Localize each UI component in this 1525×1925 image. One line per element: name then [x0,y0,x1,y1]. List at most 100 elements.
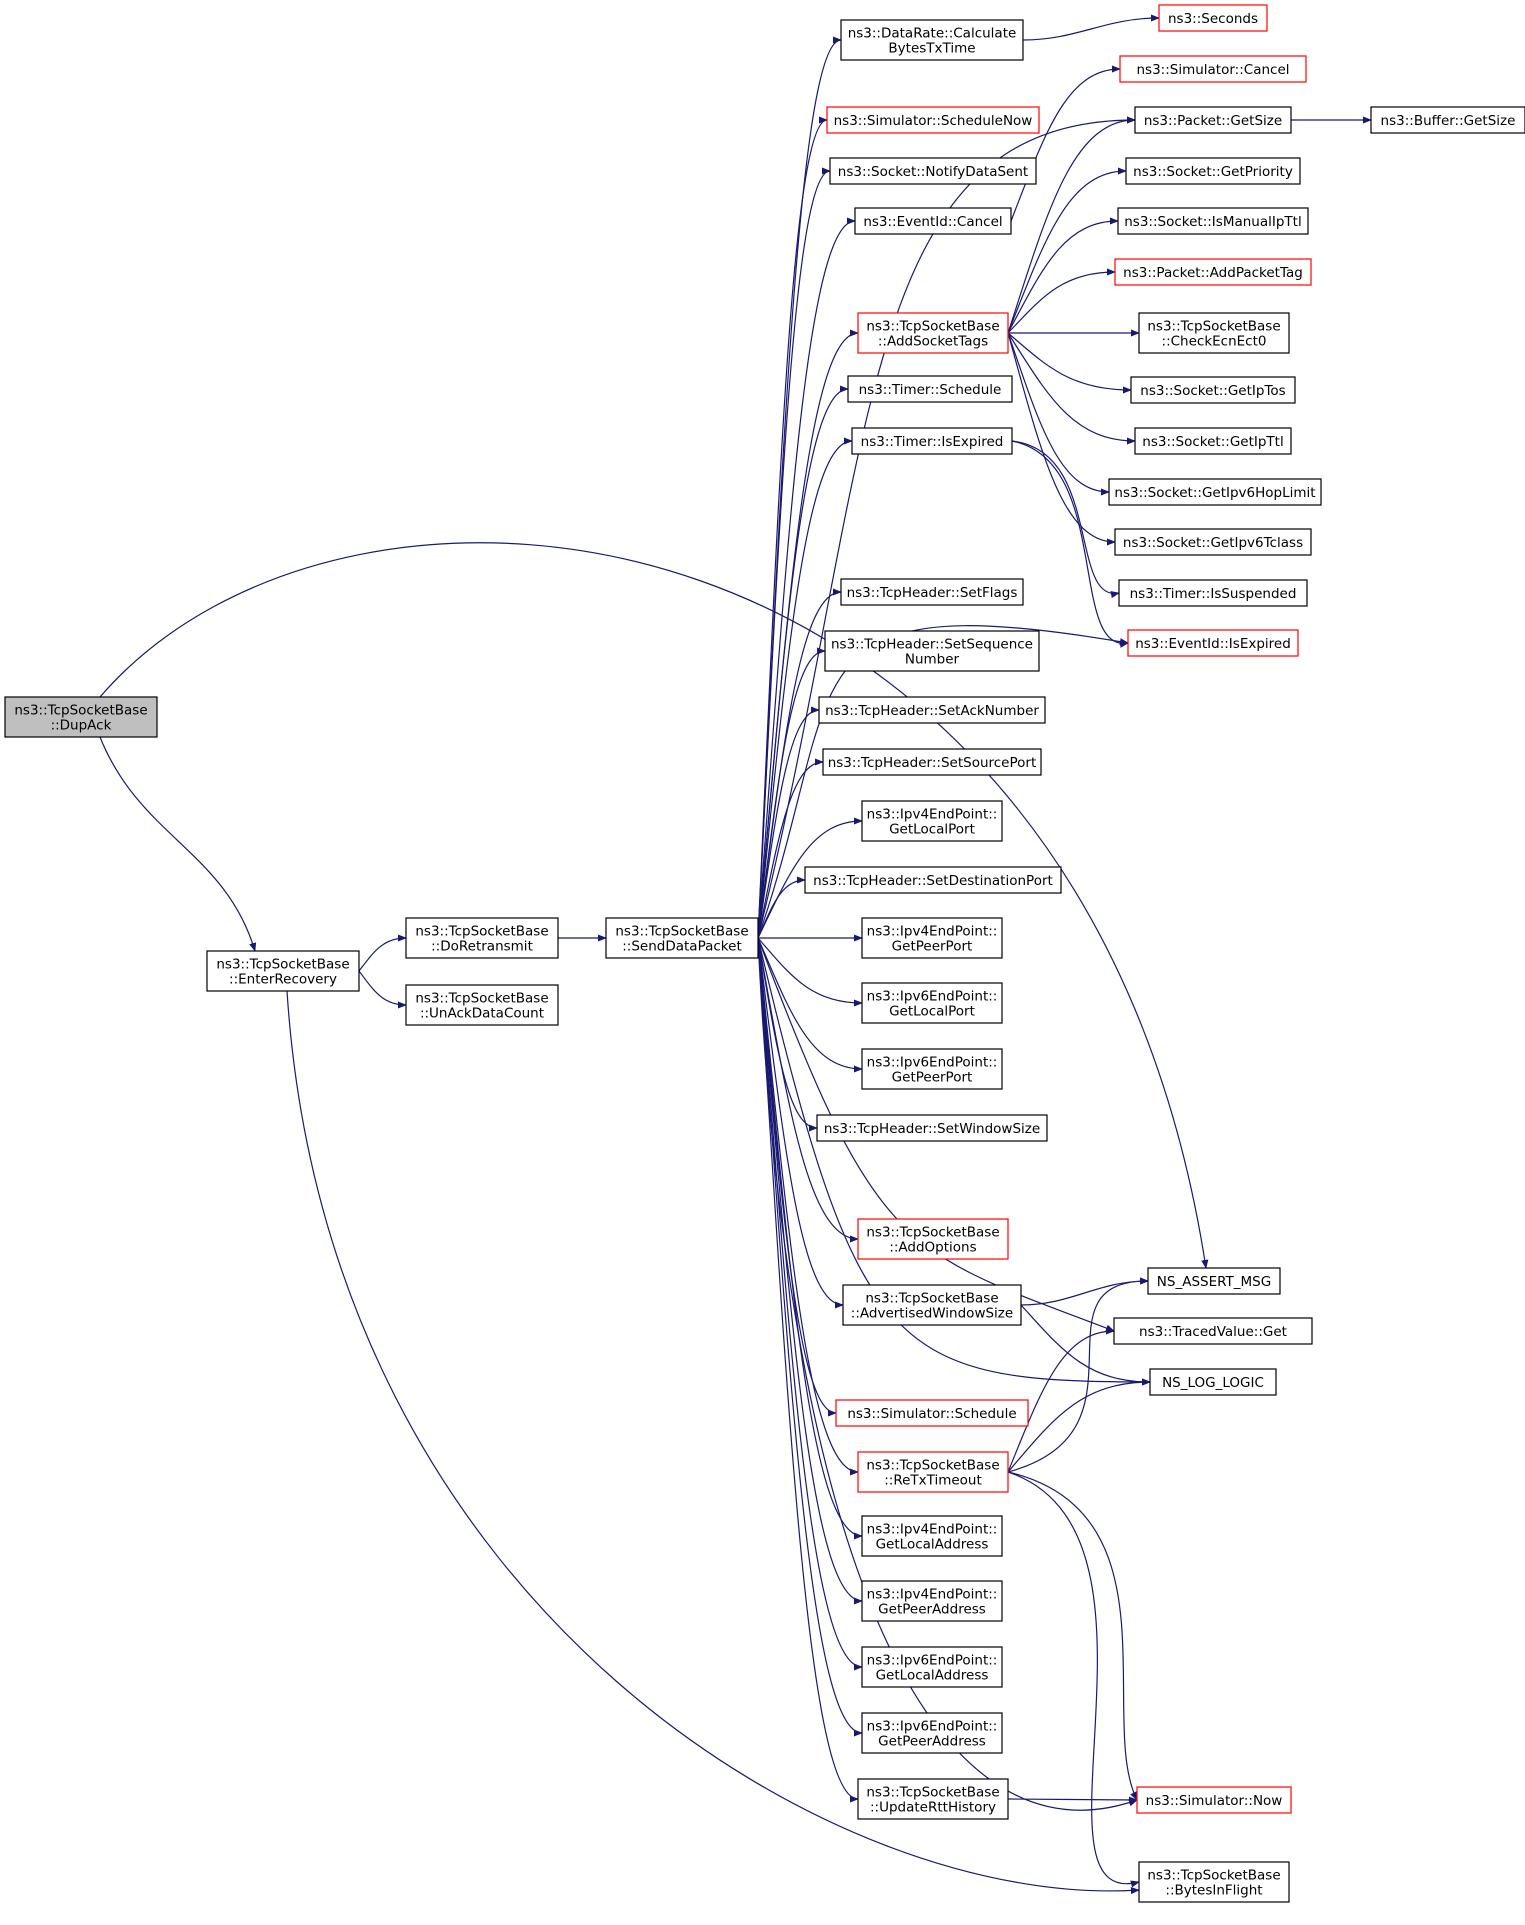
node-setdstport[interactable]: ns3::TcpHeader::SetDestinationPort [804,866,1062,894]
node-box [816,1114,1048,1142]
node-box [861,1580,1003,1622]
node-timerschedule[interactable]: ns3::Timer::Schedule [847,375,1013,403]
edge-senddatapacket-to-advwindow [757,937,844,1309]
node-box [1130,376,1296,404]
edge-dupack-to-nsassert [99,542,1209,1269]
node-ipv4localport[interactable]: ns3::Ipv4EndPoint::GetLocalPort [861,800,1003,842]
node-label-line: ns3::Ipv4EndPoint:: [867,924,998,940]
node-checkecnect0[interactable]: ns3::TcpSocketBase::CheckEcnEct0 [1138,312,1290,354]
node-retxtimeout[interactable]: ns3::TcpSocketBase::ReTxTimeout [857,1451,1009,1493]
node-addoptions[interactable]: ns3::TcpSocketBase::AddOptions [857,1218,1009,1260]
node-box [1138,1861,1290,1903]
node-setflags[interactable]: ns3::TcpHeader::SetFlags [840,578,1024,606]
node-ismanualipttl[interactable]: ns3::Socket::IsManualIpTtl [1117,207,1309,235]
node-ipv6peerport[interactable]: ns3::Ipv6EndPoint::GetPeerPort [861,1048,1003,1090]
node-doretransmit[interactable]: ns3::TcpSocketBase::DoRetransmit [405,917,559,959]
node-senddatapacket[interactable]: ns3::TcpSocketBase::SendDataPacket [605,917,759,959]
node-label-line: ::AddOptions [889,1240,976,1256]
node-nsassert[interactable]: NS_ASSERT_MSG [1147,1267,1281,1295]
node-label-line: GetPeerAddress [878,1602,986,1618]
node-getipttl[interactable]: ns3::Socket::GetIpTtl [1134,427,1292,455]
node-box [1113,1317,1313,1345]
node-label-line: ::ReTxTimeout [884,1473,982,1489]
node-label-line: NS_ASSERT_MSG [1157,1274,1271,1290]
node-updatertt[interactable]: ns3::TcpSocketBase::UpdateRttHistory [857,1778,1009,1820]
node-getiptos[interactable]: ns3::Socket::GetIpTos [1130,376,1296,404]
node-ipv4peerport[interactable]: ns3::Ipv4EndPoint::GetPeerPort [861,917,1003,959]
node-box [857,1218,1009,1260]
node-ipv4peeraddr[interactable]: ns3::Ipv4EndPoint::GetPeerAddress [861,1580,1003,1622]
node-simnow[interactable]: ns3::Simulator::Now [1136,1786,1292,1814]
node-label-line: GetPeerAddress [878,1734,986,1750]
node-box [840,19,1024,61]
node-enterrecovery[interactable]: ns3::TcpSocketBase::EnterRecovery [206,950,360,992]
node-getipv6tclass[interactable]: ns3::Socket::GetIpv6Tclass [1114,528,1312,556]
node-addpackettag[interactable]: ns3::Packet::AddPacketTag [1114,258,1312,286]
node-label-line: ns3::TcpSocketBase [865,1291,998,1307]
edges-layer [99,14,1372,1895]
node-label-line: GetLocalPort [889,1004,975,1020]
node-box [861,800,1003,842]
node-addsockettags[interactable]: ns3::TcpSocketBase::AddSocketTags [857,312,1009,354]
node-issuspended[interactable]: ns3::Timer::IsSuspended [1118,579,1308,607]
node-setsrcport[interactable]: ns3::TcpHeader::SetSourcePort [822,748,1042,776]
node-setack[interactable]: ns3::TcpHeader::SetAckNumber [818,696,1046,724]
edge-enterrecovery-to-bytesinflight [286,990,1140,1895]
node-box [840,578,1024,606]
node-eventcancel[interactable]: ns3::EventId::Cancel [854,207,1012,235]
edge-updatertt-to-simnow [1007,1796,1138,1804]
node-label-line: ns3::Timer::Schedule [859,382,1002,398]
node-notifydatasent[interactable]: ns3::Socket::NotifyDataSent [829,157,1037,185]
node-label-line: ns3::TcpSocketBase [866,1785,999,1801]
node-timerisexpired[interactable]: ns3::Timer::IsExpired [851,427,1013,455]
node-label-line: GetLocalPort [889,822,975,838]
node-box [1125,157,1301,185]
edge-senddatapacket-to-ipv6localport [757,937,863,1007]
node-ipv6localaddr[interactable]: ns3::Ipv6EndPoint::GetLocalAddress [861,1646,1003,1688]
node-label-line: ::SendDataPacket [622,939,742,955]
edge-senddatapacket-to-ipv4localport [757,817,863,939]
node-label-line: ::UnAckDataCount [420,1006,544,1022]
node-schedulenow[interactable]: ns3::Simulator::ScheduleNow [826,106,1040,134]
node-box [1136,1786,1292,1814]
node-label-line: ns3::Ipv6EndPoint:: [867,1653,998,1669]
node-simschedule[interactable]: ns3::Simulator::Schedule [835,1399,1029,1427]
node-nsloglogic[interactable]: NS_LOG_LOGIC [1149,1368,1277,1396]
node-advwindow[interactable]: ns3::TcpSocketBase::AdvertisedWindowSize [842,1284,1022,1326]
edge-retxtimeout-to-simnow [1007,1471,1138,1801]
node-ipv4localaddr[interactable]: ns3::Ipv4EndPoint::GetLocalAddress [861,1515,1003,1557]
edge-addsockettags-to-getipv6hoplimit [1007,332,1110,496]
node-setwindowsize[interactable]: ns3::TcpHeader::SetWindowSize [816,1114,1048,1142]
node-label-line: ns3::Simulator::Now [1146,1793,1283,1809]
node-box [405,984,559,1026]
node-box [824,630,1040,672]
node-unackdatacount[interactable]: ns3::TcpSocketBase::UnAckDataCount [405,984,559,1026]
node-label-line: ns3::TcpSocketBase [1147,319,1280,335]
node-bytesinflight[interactable]: ns3::TcpSocketBase::BytesInFlight [1138,1861,1290,1903]
edge-advwindow-to-nsassert [1020,1277,1149,1306]
node-ipv6localport[interactable]: ns3::Ipv6EndPoint::GetLocalPort [861,982,1003,1024]
node-buffergetsize[interactable]: ns3::Buffer::GetSize [1370,106,1525,134]
edge-addsockettags-to-getpriority [1007,167,1127,334]
node-packetgetsize[interactable]: ns3::Packet::GetSize [1134,106,1292,134]
edge-senddatapacket-to-setdstport [757,876,806,939]
node-box [826,106,1040,134]
edge-senddatapacket-to-eventcancel [757,217,856,939]
node-simcancel[interactable]: ns3::Simulator::Cancel [1119,55,1307,83]
node-seconds[interactable]: ns3::Seconds [1158,4,1268,32]
node-box [857,1778,1009,1820]
node-box [206,950,360,992]
node-getpriority[interactable]: ns3::Socket::GetPriority [1125,157,1301,185]
node-label-line: ns3::Socket::NotifyDataSent [838,164,1028,180]
node-eventisexpired[interactable]: ns3::EventId::IsExpired [1127,629,1299,657]
node-label-line: ns3::TcpHeader::SetDestinationPort [813,873,1053,889]
node-label-line: Number [905,652,960,668]
node-box [1114,258,1312,286]
node-getipv6hoplimit[interactable]: ns3::Socket::GetIpv6HopLimit [1108,478,1322,506]
node-ipv6peeraddr[interactable]: ns3::Ipv6EndPoint::GetPeerAddress [861,1712,1003,1754]
edge-timerisexpired-to-issuspended [1011,440,1120,599]
node-tracedget[interactable]: ns3::TracedValue::Get [1113,1317,1313,1345]
